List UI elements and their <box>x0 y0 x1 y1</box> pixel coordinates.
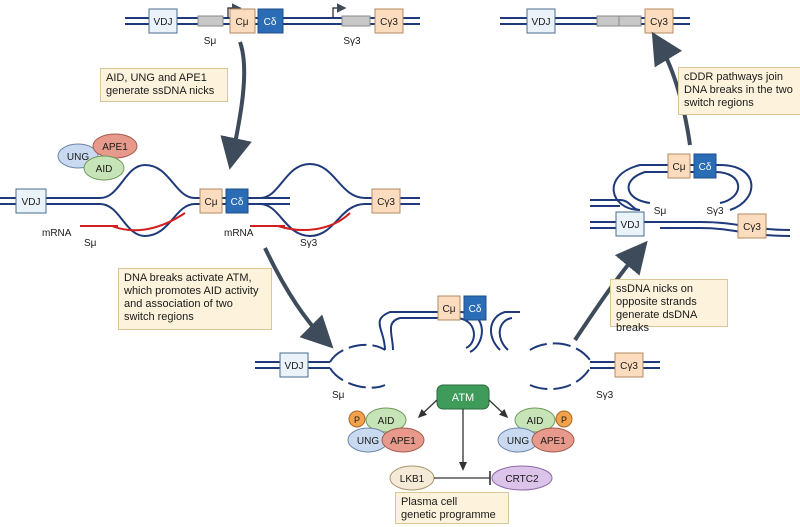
note-step3: ssDNA nicks on opposite strands generate… <box>610 279 728 334</box>
c-mu-segment <box>229 8 256 34</box>
note-step4: cDDR pathways join DNA breaks in the two… <box>678 67 800 115</box>
phospho-left: P <box>354 415 360 425</box>
atm-node: ATM <box>417 384 509 471</box>
c-delta-label-loop: Cδ <box>699 162 712 173</box>
c-gamma3-label-switched: Cγ3 <box>650 17 668 28</box>
vdj-bottom <box>279 352 309 378</box>
ung-label: UNG <box>67 152 89 163</box>
c-delta-segment <box>257 8 284 34</box>
ung-label-left: UNG <box>357 436 379 447</box>
c-delta-bottom <box>463 295 487 321</box>
atm-label: ATM <box>452 392 474 404</box>
crtc2-label: CRTC2 <box>505 474 539 485</box>
s-gamma3-label-bottom: Sγ3 <box>596 390 614 401</box>
arrow-step3 <box>573 240 648 342</box>
aid-complex-right: AID P UNG APE1 <box>497 407 575 453</box>
mrna-label-2: mRNA <box>224 228 254 239</box>
c-delta-label-mid: Cδ <box>231 197 244 208</box>
ung-label-right: UNG <box>507 436 529 447</box>
vdj-label-bottom: VDJ <box>285 361 304 372</box>
vdj-label-loop: VDJ <box>621 220 640 231</box>
vdj-segment <box>148 8 178 34</box>
ape1-label-right: APE1 <box>540 436 566 447</box>
aid-complex-left: P AID UNG APE1 <box>347 407 425 453</box>
c-gamma3-label-bottom: Cγ3 <box>620 361 638 372</box>
s-mu-label: Sμ <box>204 36 217 47</box>
aid-label-right: AID <box>527 416 544 427</box>
vdj-segment-switched <box>526 8 556 34</box>
c-delta-label: Cδ <box>264 17 277 28</box>
germline-locus: VDJ Cμ Cδ Cγ3 Sμ Sγ3 <box>125 3 420 47</box>
lkb1-crtc2-pathway: LKB1 CRTC2 <box>389 465 553 491</box>
c-delta-label-bottom: Cδ <box>469 304 482 315</box>
vdj-label-switched: VDJ <box>532 17 551 28</box>
mrna-label-1: mRNA <box>42 228 72 239</box>
c-gamma3-bottom <box>614 352 644 378</box>
c-mu-label: Cμ <box>236 17 249 28</box>
c-gamma3-label: Cγ3 <box>380 17 398 28</box>
c-gamma3-segment <box>374 8 404 34</box>
vdj-segment-mid <box>15 188 47 214</box>
lkb1-label: LKB1 <box>400 474 425 485</box>
switched-locus: VDJ Cγ3 <box>500 8 690 34</box>
c-mu-label-bottom: Cμ <box>443 304 456 315</box>
c-gamma3-label-loop: Cγ3 <box>743 222 761 233</box>
vdj-loop <box>615 211 645 237</box>
c-delta-loop <box>693 153 717 179</box>
c-gamma3-segment-mid <box>371 188 401 214</box>
c-gamma3-loop <box>737 213 767 239</box>
c-delta-segment-mid <box>225 188 249 214</box>
s-gamma3-label-mid: Sγ3 <box>300 238 318 249</box>
mrna-strand-1 <box>111 212 186 232</box>
note-plasma-cell-programme: Plasma cell genetic programme <box>395 492 509 524</box>
atm-synapse: VDJ Cμ Cδ Cγ3 Sμ Sγ3 <box>255 295 660 401</box>
note-step1: AID, UNG and APE1 generate ssDNA nicks <box>100 68 228 102</box>
promoter-arrow <box>227 3 242 18</box>
aid-label-left: AID <box>378 416 395 427</box>
s-gamma3-region <box>341 15 371 27</box>
arrow-step1 <box>220 41 252 170</box>
note-step2: DNA breaks activate ATM, which promotes … <box>118 268 272 330</box>
ape1-label-left: APE1 <box>390 436 416 447</box>
vdj-label: VDJ <box>154 17 173 28</box>
s-mu-label-mid: Sμ <box>84 238 97 249</box>
transcribed-locus: VDJ Cμ Cδ Cγ3 mRNA Sμ mRNA Sγ3 <box>0 162 420 249</box>
c-mu-loop <box>667 153 691 179</box>
c-mu-segment-mid <box>199 188 223 214</box>
c-mu-label-loop: Cμ <box>673 162 686 173</box>
c-mu-label-mid: Cμ <box>205 197 218 208</box>
mrna-strand-2 <box>277 212 351 231</box>
s-gamma3-label: Sγ3 <box>343 36 361 47</box>
aid-complex-1: UNG APE1 AID <box>57 133 138 181</box>
c-gamma3-label-mid: Cγ3 <box>377 197 395 208</box>
phospho-right: P <box>561 415 567 425</box>
s-mu-region <box>197 15 224 27</box>
s-mu-label-loop: Sμ <box>654 206 667 217</box>
synapse-locus: Cμ Cδ VDJ Cγ3 Sμ Sγ3 <box>590 153 791 239</box>
arrow-step2 <box>263 247 334 349</box>
promoter-arrow-2 <box>332 3 347 18</box>
s-gamma3-label-loop: Sγ3 <box>706 206 724 217</box>
c-mu-bottom <box>437 295 461 321</box>
hybrid-switch-region <box>618 15 642 27</box>
aid-label: AID <box>96 164 113 175</box>
s-mu-label-bottom: Sμ <box>332 390 345 401</box>
vdj-label-mid: VDJ <box>22 197 41 208</box>
ape1-label: APE1 <box>102 142 128 153</box>
